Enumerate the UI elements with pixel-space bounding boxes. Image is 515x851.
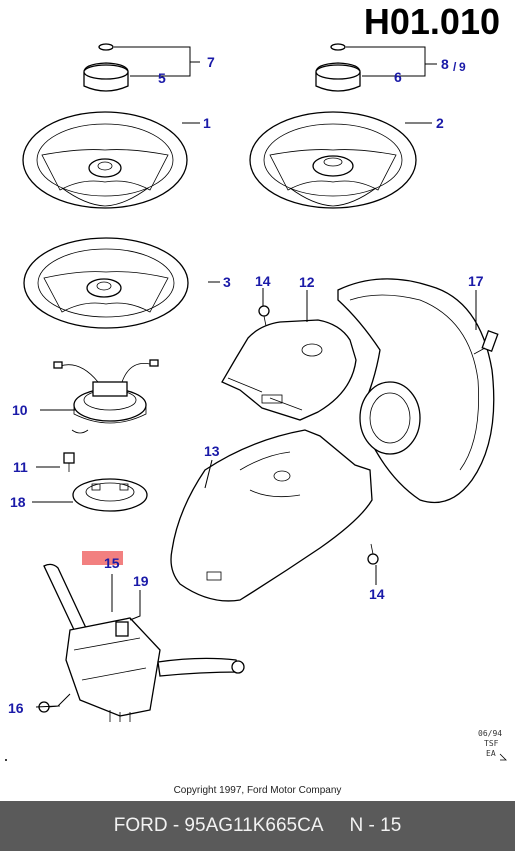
callout-19: 19: [133, 573, 149, 589]
callout-5: 5: [158, 70, 166, 86]
callout-10: 10: [12, 402, 28, 418]
sheet-code: H01.010: [364, 1, 500, 42]
callout-14-upper: 14: [255, 273, 271, 289]
footer-page-number: N - 15: [349, 815, 402, 836]
callout-14-lower: 14: [369, 586, 385, 602]
callout-13: 13: [204, 443, 220, 459]
callout-15: 15: [104, 555, 120, 571]
footer-part-number: FORD - 95AG11K665CA: [113, 815, 324, 836]
steering-wheel-outline: [337, 278, 495, 504]
screw-14-lower: [367, 543, 379, 565]
stamp-line-3: EA: [486, 749, 496, 758]
clock-spring: [53, 359, 159, 424]
callout-7: 7: [207, 54, 215, 70]
steering-wheel-3: [23, 237, 189, 329]
stamp-line-2: TSF: [484, 739, 499, 748]
callout-16: 16: [8, 700, 24, 716]
highlight-marker: [82, 551, 123, 565]
bolt-17: [473, 329, 499, 355]
callout-9: 9: [459, 60, 466, 74]
callout-17: 17: [468, 273, 484, 289]
upper-shroud: [221, 319, 357, 421]
horn-cap-right: [315, 43, 361, 92]
steering-wheel-1: [22, 111, 188, 209]
callout-12: 12: [299, 274, 315, 290]
steering-wheel-2: [249, 111, 417, 209]
screw-14-upper: [258, 305, 270, 327]
lower-shroud: [170, 429, 373, 602]
callout-3: 3: [223, 274, 231, 290]
callout-2: 2: [436, 115, 444, 131]
callout-8: 8: [441, 56, 449, 72]
callout-11: 11: [13, 459, 28, 475]
callout-18: 18: [10, 494, 26, 510]
footer-bar: FORD - 95AG11K665CA N - 15: [0, 801, 515, 851]
slip-ring-plate: [72, 478, 148, 512]
callout-1: 1: [203, 115, 211, 131]
parts-diagram: H01.010: [5, 1, 507, 761]
copyright-notice: Copyright 1997, Ford Motor Company: [173, 785, 342, 796]
multifunction-switch: [43, 563, 245, 722]
callout-8-slash: /: [453, 60, 457, 74]
screw-11: [63, 452, 75, 472]
horn-cap-left: [83, 43, 129, 92]
stamp-line-1: 06/94: [478, 729, 502, 738]
callout-6: 6: [394, 69, 402, 85]
